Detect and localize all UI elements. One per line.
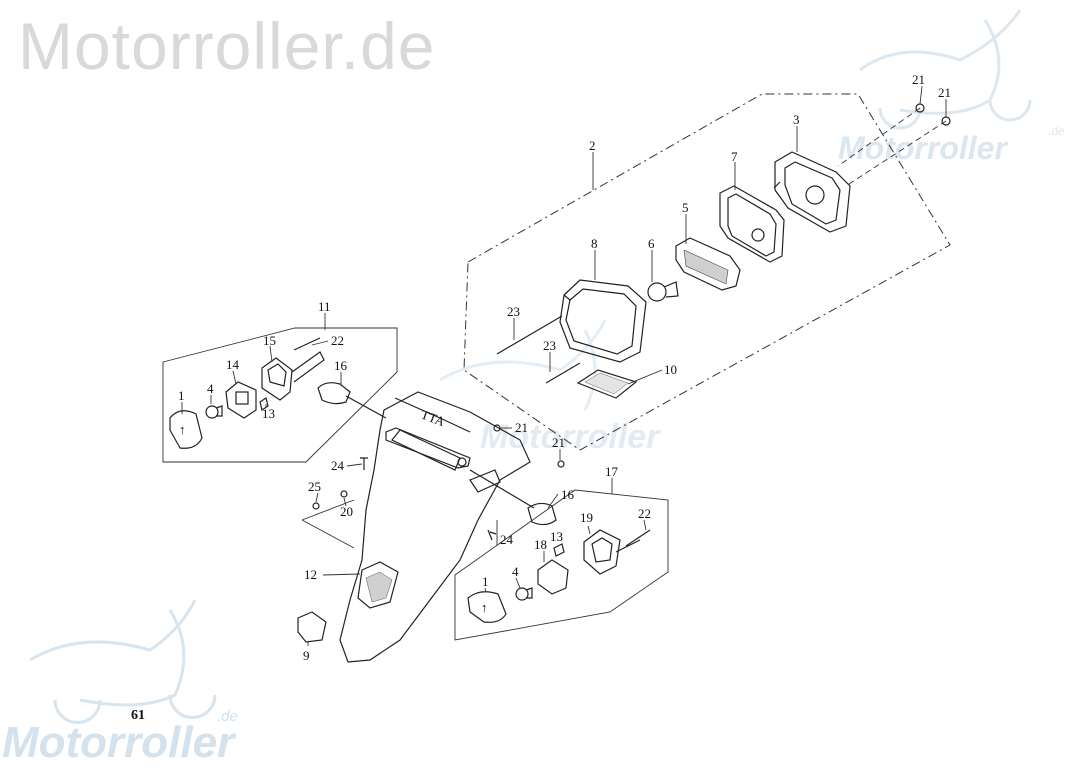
callout-22-left: 22 — [331, 333, 344, 348]
right-indicator-boundary — [454, 489, 669, 641]
callout-8: 8 — [591, 236, 598, 251]
part-15-left-housing — [261, 351, 325, 401]
watermark-logo-top: Motorroller — [838, 130, 1007, 166]
callout-24-top: 24 — [331, 458, 345, 473]
callout-16-left: 16 — [334, 358, 348, 373]
callout-21-lower: 21 — [552, 435, 565, 450]
part-5-reflector — [675, 237, 741, 291]
callout-21-top-left: 21 — [912, 72, 925, 87]
part-1-right-lens: ↑ — [467, 591, 507, 623]
svg-text:↑: ↑ — [179, 422, 186, 437]
callout-14: 14 — [226, 357, 240, 372]
part-24-screws — [360, 457, 497, 541]
left-indicator-boundary — [162, 327, 398, 463]
callout-20: 20 — [340, 504, 353, 519]
callout-1-left: 1 — [178, 388, 185, 403]
part-19-right-housing — [583, 529, 641, 575]
callout-1-right: 1 — [482, 574, 489, 589]
part-4-right-bulb — [515, 587, 533, 601]
part-16-right-stalk — [469, 469, 557, 526]
watermark-logo-bottom: Motorroller — [2, 718, 235, 767]
part-18-right-socket — [537, 559, 569, 595]
part-7-gasket — [719, 185, 785, 263]
part-25-washer — [312, 502, 320, 510]
part-1-left-lens: ↑ — [169, 410, 203, 449]
scooter-logo-watermark-top — [859, 9, 1032, 130]
watermark-logo-top-suffix: .de — [1048, 124, 1065, 138]
callout-labels: 2 3 7 5 6 8 23 23 10 21 21 11 22 15 14 1… — [178, 72, 951, 663]
part-22-left-screw — [293, 337, 321, 351]
callout-7: 7 — [731, 149, 738, 164]
callout-19: 19 — [580, 510, 593, 525]
part-14-left-socket — [225, 381, 257, 419]
watermark-logo-middle: Motorroller — [480, 418, 660, 456]
part-3-lens-housing — [773, 151, 851, 233]
part-12-rear-fender: TTA — [339, 391, 531, 663]
scooter-logo-watermark-bottom — [29, 599, 217, 724]
callout-18: 18 — [534, 537, 547, 552]
callout-16-right: 16 — [561, 487, 575, 502]
part-23-screws — [496, 315, 581, 384]
part-6-bulb — [647, 281, 679, 302]
callout-17: 17 — [605, 464, 619, 479]
callout-3: 3 — [793, 112, 800, 127]
callout-21-top-right: 21 — [938, 85, 951, 100]
callout-25: 25 — [308, 479, 321, 494]
callout-4-left: 4 — [207, 381, 214, 396]
svg-text:↑: ↑ — [481, 600, 488, 615]
part-21-nuts-top — [837, 103, 951, 187]
callout-13-right: 13 — [550, 529, 563, 544]
part-9-cover — [297, 611, 327, 643]
callout-13-left: 13 — [262, 406, 275, 421]
part-16-left-stalk — [317, 382, 387, 419]
callout-24-bottom: 24 — [500, 532, 514, 547]
scooter-logo-watermark-middle — [439, 319, 607, 411]
watermark-logo-bottom-suffix: .de — [217, 708, 238, 725]
callout-4-right: 4 — [512, 564, 519, 579]
callout-15: 15 — [263, 333, 276, 348]
part-12-plate-holder — [357, 561, 399, 609]
callout-12: 12 — [304, 567, 317, 582]
part-4-left-bulb — [205, 405, 223, 419]
callout-10: 10 — [664, 362, 677, 377]
callout-11: 11 — [318, 299, 331, 314]
callout-5: 5 — [682, 200, 689, 215]
part-10-plate-light-lens — [576, 369, 638, 399]
taillight-assembly-boundary — [463, 93, 951, 451]
part-13-left-clip — [259, 397, 269, 411]
callout-23-top: 23 — [507, 304, 520, 319]
svg-text:TTA: TTA — [419, 407, 447, 430]
watermark-site-title: Motorroller.de — [18, 9, 436, 83]
leader-lines — [181, 85, 947, 646]
callout-2: 2 — [589, 138, 596, 153]
part-13-right-clip — [553, 543, 565, 557]
part-22-right-screw — [625, 529, 651, 547]
fender-bracket — [385, 427, 471, 469]
callout-9: 9 — [303, 648, 310, 663]
page-number: 61 — [131, 708, 145, 723]
part-20-nut — [340, 490, 348, 498]
callout-23-bottom: 23 — [543, 338, 556, 353]
part-8-taillight-lens — [559, 279, 647, 363]
callout-6: 6 — [648, 236, 655, 251]
callout-21-mid: 21 — [515, 420, 528, 435]
callout-22-right: 22 — [638, 506, 651, 521]
